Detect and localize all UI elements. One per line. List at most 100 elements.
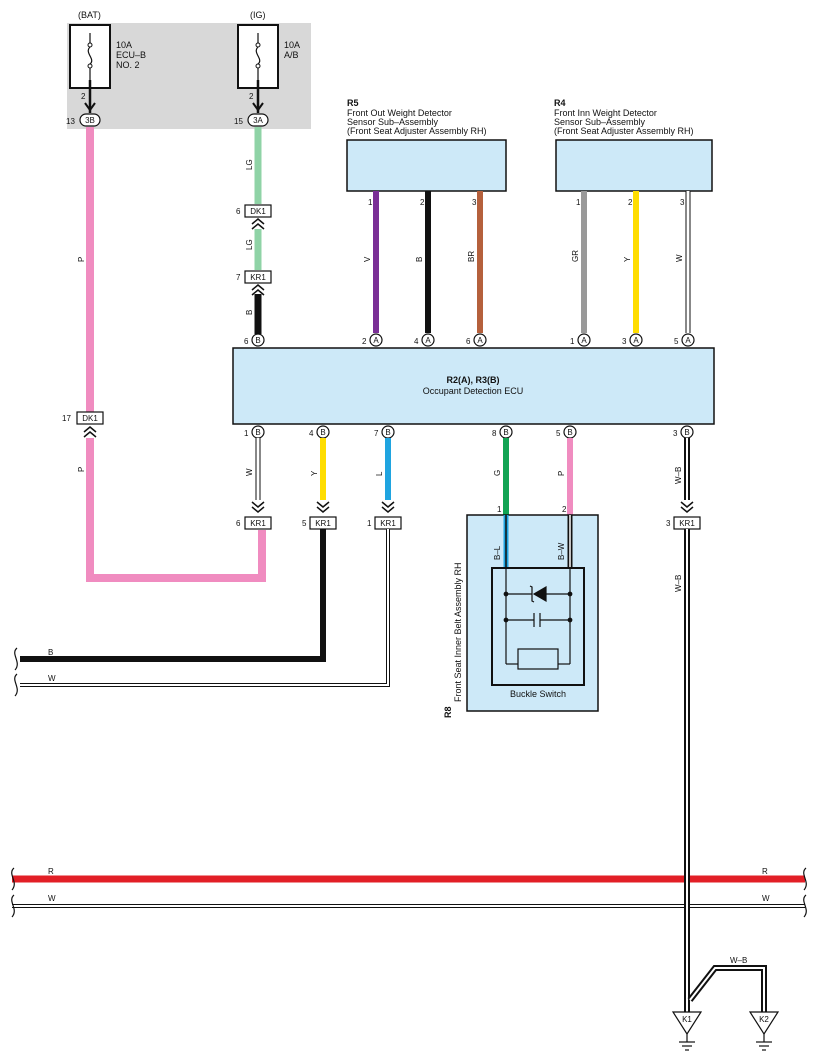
r4-pin-1: 1 bbox=[576, 198, 581, 207]
ground-k1-icon bbox=[671, 1011, 703, 1051]
kr1-a-label: KR1 bbox=[250, 519, 266, 528]
kr1-d-label: KR1 bbox=[679, 519, 695, 528]
r4-wire-w: W bbox=[675, 254, 684, 262]
wire-label-bat-p: P bbox=[77, 257, 86, 262]
wire-label-kr1-wb: W–B bbox=[674, 575, 683, 592]
occupant-detection-ecu-box bbox=[232, 347, 715, 425]
wire-label-ig-lg2: LG bbox=[245, 239, 254, 250]
r5-line1: Front Out Weight Detector bbox=[347, 108, 452, 118]
ecu-bottom-pins: 1 B 4 B 7 B 8 B 5 B 3 B bbox=[244, 425, 694, 439]
fuse-ig-name1: A/B bbox=[284, 50, 299, 60]
wire-label-b8-g: G bbox=[493, 470, 502, 476]
ecu-top-pin-conn: A bbox=[425, 336, 431, 345]
kr1-b-pin: 5 bbox=[302, 519, 307, 528]
kr1-c-pin: 1 bbox=[367, 519, 372, 528]
r5-sensor-box bbox=[346, 139, 507, 192]
ecu-top-pin-conn: A bbox=[633, 336, 639, 345]
ecu-bottom-pin-conn: B bbox=[320, 428, 325, 437]
r8-name: Front Seat Inner Belt Assembly RH bbox=[453, 562, 463, 702]
wire-label-bus-r: R bbox=[48, 867, 54, 876]
wire-label-ig-b: B bbox=[245, 310, 254, 315]
dk1-bat-arrow-icon bbox=[83, 426, 97, 438]
r5-wire-b: B bbox=[415, 257, 424, 262]
wire-bat-pink bbox=[86, 127, 266, 582]
ecu-bottom-pin-num: 8 bbox=[492, 429, 497, 438]
ecu-top-pin-num: 1 bbox=[570, 337, 575, 346]
buckle-switch-box bbox=[491, 567, 585, 686]
r5-pin-1: 1 bbox=[368, 198, 373, 207]
fuse-ab bbox=[237, 24, 279, 89]
r5-wire-v: V bbox=[363, 256, 372, 262]
kr1-ig-label: KR1 bbox=[250, 273, 266, 282]
dk1-bat-conn bbox=[76, 411, 104, 425]
r5-line3: (Front Seat Adjuster Assembly RH) bbox=[347, 126, 487, 136]
ecu-top-pin-conn: A bbox=[685, 336, 691, 345]
bat-panel-pin: 13 bbox=[66, 117, 75, 126]
ecu-bottom-pin-conn: B bbox=[385, 428, 390, 437]
r5-wire-br: BR bbox=[467, 251, 476, 262]
ecu-bottom-pin-conn: B bbox=[503, 428, 508, 437]
ecu-top-pin-num: 6 bbox=[466, 337, 471, 346]
ecu-top-pin-conn: B bbox=[255, 336, 260, 345]
ecu-bottom-pin-num: 5 bbox=[556, 429, 561, 438]
r8-pin-1: 1 bbox=[497, 505, 502, 514]
bat-panel-conn bbox=[79, 113, 101, 127]
kr1-ig-pin: 7 bbox=[236, 273, 241, 282]
wire-label-bat-p2: P bbox=[77, 467, 86, 472]
fuse-ecu-b bbox=[69, 24, 111, 89]
dk1-ig-arrow-icon bbox=[251, 218, 265, 230]
kr1-a-pin: 6 bbox=[236, 519, 241, 528]
wire-label-bus-w: W bbox=[48, 674, 56, 683]
ig-panel-pin: 15 bbox=[234, 117, 243, 126]
r5-code: R5 bbox=[347, 98, 359, 108]
r8-code: R8 bbox=[443, 706, 453, 718]
bat-panel-conn-label: 3B bbox=[85, 116, 95, 125]
ig-panel-conn-label: 3A bbox=[253, 116, 263, 125]
ground-k2-label: K2 bbox=[759, 1015, 769, 1024]
r4-pin-3: 3 bbox=[680, 198, 685, 207]
fuse-ig-pin-top: 2 bbox=[249, 92, 254, 101]
r4-wire-y: Y bbox=[623, 256, 632, 262]
fuse-bat-name1: ECU–B bbox=[116, 50, 146, 60]
ecu-bottom-pin-num: 3 bbox=[673, 429, 678, 438]
r8-pin-2: 2 bbox=[562, 505, 567, 514]
ig-source-label: (IG) bbox=[250, 10, 266, 20]
fuse-bat-name2: NO. 2 bbox=[116, 60, 140, 70]
ecu-top-pin-conn: A bbox=[373, 336, 379, 345]
ecu-top-pin-num: 6 bbox=[244, 337, 249, 346]
kr1-b-label: KR1 bbox=[315, 519, 331, 528]
r4-wire-gr: GR bbox=[571, 250, 580, 262]
fuse-bat-rating: 10A bbox=[116, 40, 132, 50]
wire-bus-white bbox=[20, 529, 390, 687]
wire-label-bus-b: B bbox=[48, 648, 53, 657]
ecu-top-pin-num: 3 bbox=[622, 337, 627, 346]
r4-line3: (Front Seat Adjuster Assembly RH) bbox=[554, 126, 694, 136]
r8-wire-bw: B–W bbox=[557, 542, 566, 560]
ecu-name: Occupant Detection ECU bbox=[423, 386, 524, 396]
dk1-ig-conn bbox=[244, 204, 272, 218]
wire-label-bus-w2: W bbox=[48, 894, 56, 903]
kr1-ig-arrow-icon bbox=[251, 284, 265, 296]
wire-bus-black bbox=[20, 529, 326, 662]
ground-k2-icon bbox=[748, 1011, 780, 1051]
wire-label-b1-w: W bbox=[245, 468, 254, 476]
r4-line1: Front Inn Weight Detector bbox=[554, 108, 657, 118]
ecu-bottom-pin-num: 1 bbox=[244, 429, 249, 438]
ecu-top-pins: 6 B 2 A 4 A 6 A 1 A 3 A 5 A bbox=[244, 333, 695, 347]
dk1-ig-label: DK1 bbox=[250, 207, 266, 216]
ecu-top-pin-conn: A bbox=[581, 336, 587, 345]
ground-k1-label: K1 bbox=[682, 1015, 692, 1024]
r5-pin-2: 2 bbox=[420, 198, 425, 207]
wire-label-b3-wb: W–B bbox=[674, 467, 683, 484]
kr1-a-conn bbox=[244, 516, 272, 530]
r4-sensor-box bbox=[555, 139, 713, 192]
fuse-bat-pin-top: 2 bbox=[81, 92, 86, 101]
r5-pin-3: 3 bbox=[472, 198, 477, 207]
wire-label-bus-r-right: R bbox=[762, 867, 768, 876]
ecu-bottom-pin-num: 4 bbox=[309, 429, 314, 438]
ig-panel-conn bbox=[247, 113, 269, 127]
r4-line2: Sensor Sub–Assembly bbox=[554, 117, 646, 127]
bat-source-label: (BAT) bbox=[78, 10, 101, 20]
wire-label-bus-w2-right: W bbox=[762, 894, 770, 903]
